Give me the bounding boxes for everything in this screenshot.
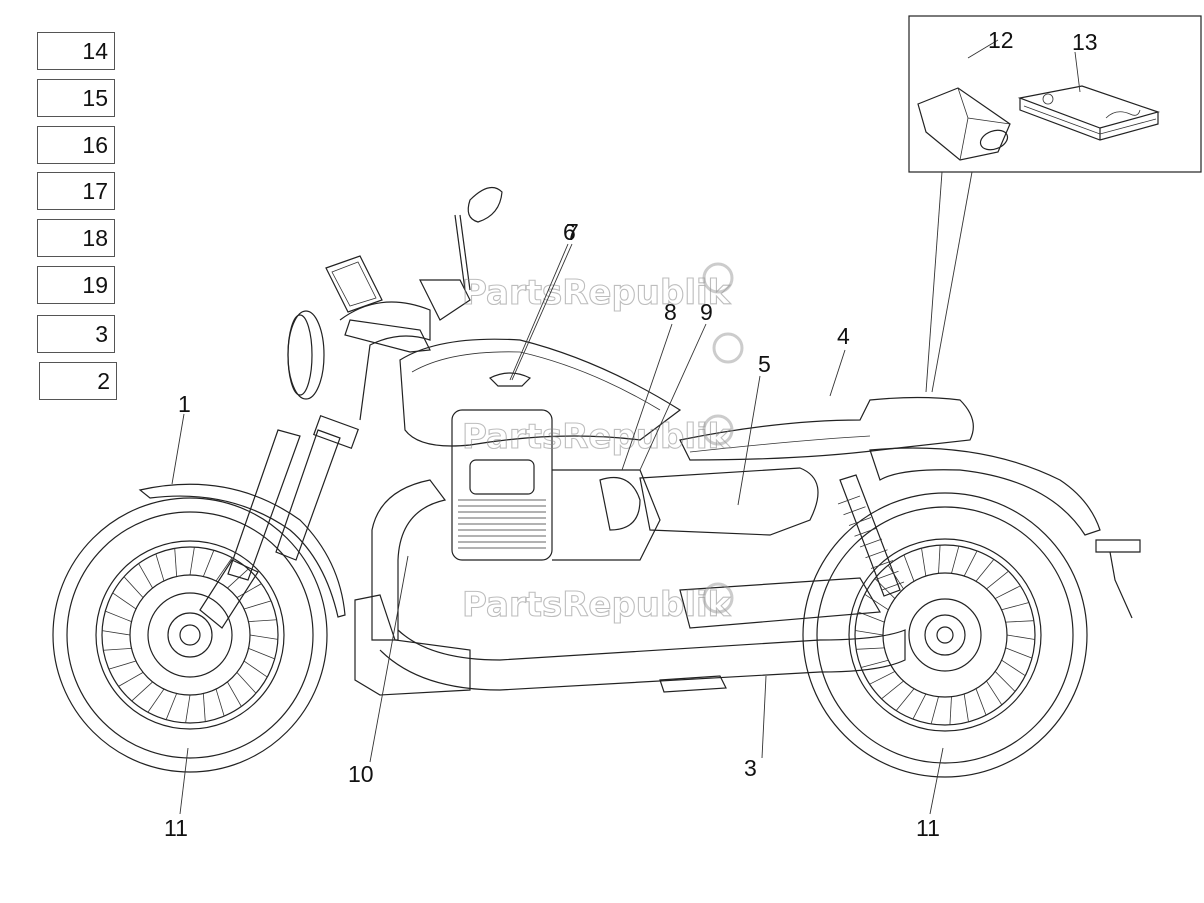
front-fork[interactable]: [199, 414, 359, 629]
callout-8[interactable]: 8: [664, 299, 677, 325]
callout-12[interactable]: 12: [988, 27, 1014, 53]
rear-fender[interactable]: [869, 447, 1141, 619]
legend-label: 19: [82, 272, 108, 298]
legend-label: 15: [82, 85, 108, 111]
front-wheel[interactable]: [52, 497, 328, 773]
tool-pouch-icon[interactable]: [917, 87, 1011, 161]
legend-box-14[interactable]: 14: [37, 32, 115, 70]
svg-text:PartsRepublik: PartsRepublik: [462, 417, 732, 457]
footpeg[interactable]: [659, 675, 727, 693]
legend-box-17[interactable]: 17: [37, 172, 115, 210]
handlebar[interactable]: [344, 186, 503, 353]
gear-icon: [702, 262, 744, 614]
front-fender[interactable]: [138, 483, 346, 618]
callout-10[interactable]: 10: [348, 761, 374, 787]
callout-3[interactable]: 3: [744, 755, 757, 781]
leader-lines: [171, 243, 944, 815]
legend-label: 18: [82, 225, 108, 251]
engine[interactable]: [451, 409, 661, 561]
callout-7[interactable]: 7: [566, 219, 579, 245]
mirror-icon[interactable]: [467, 186, 503, 223]
callout-4[interactable]: 4: [837, 323, 850, 349]
frame: [339, 301, 431, 421]
legend-label: 14: [82, 38, 108, 64]
accessory-inset: [908, 15, 1202, 173]
engine-guard[interactable]: [354, 594, 471, 696]
legend-box-2[interactable]: 2: [39, 362, 117, 400]
callout-6[interactable]: 6: [563, 219, 576, 245]
callout-5[interactable]: 5: [758, 351, 771, 377]
svg-text:PartsRepublik: PartsRepublik: [462, 273, 732, 313]
owner-manual-icon[interactable]: [1017, 85, 1161, 141]
legend-label: 3: [95, 321, 108, 347]
rear-wheel[interactable]: [802, 492, 1088, 778]
callouts: 1 6 7 8 9 5 4 10 3 11 11 12 13: [164, 27, 1098, 841]
legend-box-16[interactable]: 16: [37, 126, 115, 164]
callout-11-rear[interactable]: 11: [916, 815, 940, 841]
callout-13[interactable]: 13: [1072, 29, 1098, 55]
legend-label: 2: [97, 368, 110, 394]
callout-9[interactable]: 9: [700, 299, 713, 325]
callout-1[interactable]: 1: [178, 391, 191, 417]
legend-box-3[interactable]: 3: [37, 315, 115, 353]
legend-box-15[interactable]: 15: [37, 79, 115, 117]
callout-11-front[interactable]: 11: [164, 815, 188, 841]
legend-label: 17: [82, 178, 108, 204]
headlight[interactable]: [287, 310, 325, 400]
seat[interactable]: [679, 396, 974, 461]
watermark: PartsRepublik PartsRepublik PartsRepubli…: [461, 262, 744, 626]
legend-box-18[interactable]: 18: [37, 219, 115, 257]
legend-label: 16: [82, 132, 108, 158]
svg-text:PartsRepublik: PartsRepublik: [462, 585, 732, 625]
instrument-cluster[interactable]: [325, 255, 383, 313]
legend-box-19[interactable]: 19: [37, 266, 115, 304]
fuel-tank[interactable]: [399, 338, 682, 447]
rear-shock[interactable]: [837, 474, 905, 597]
side-panel[interactable]: [639, 467, 819, 536]
exhaust[interactable]: [371, 479, 906, 691]
